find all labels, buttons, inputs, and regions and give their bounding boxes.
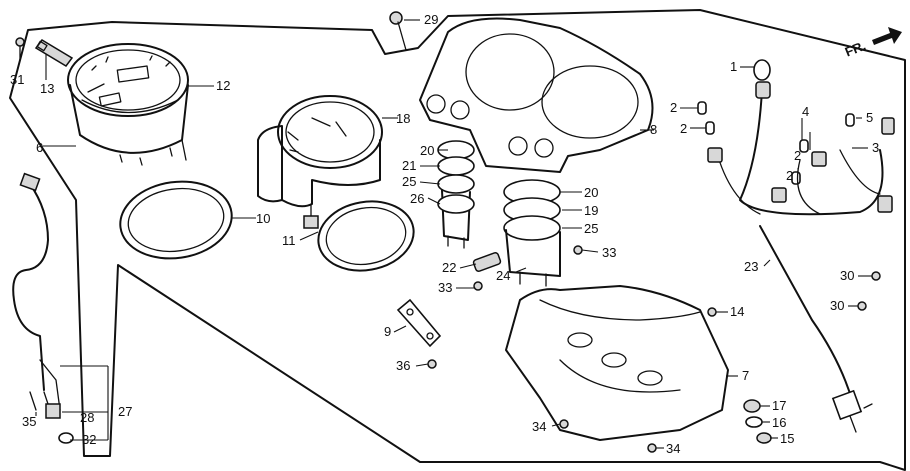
label-19: 19 bbox=[584, 203, 598, 218]
label-10: 10 bbox=[256, 211, 270, 226]
label-33b: 33 bbox=[602, 245, 616, 260]
label-34a: 34 bbox=[532, 419, 546, 434]
washer-16 bbox=[745, 416, 763, 428]
label-17: 17 bbox=[772, 398, 786, 413]
label-14: 14 bbox=[730, 304, 744, 319]
bulb-2a bbox=[697, 101, 707, 115]
nut-15 bbox=[756, 432, 772, 444]
label-25a: 25 bbox=[402, 174, 416, 189]
label-26: 26 bbox=[410, 191, 424, 206]
label-24: 24 bbox=[496, 268, 510, 283]
screw-36 bbox=[427, 359, 437, 369]
label-36: 36 bbox=[396, 358, 410, 373]
leader-11 bbox=[299, 231, 319, 241]
label-3: 3 bbox=[872, 140, 879, 155]
screw-34b bbox=[647, 443, 657, 453]
label-27: 27 bbox=[118, 404, 132, 419]
label-34b: 34 bbox=[666, 441, 680, 456]
label-6: 6 bbox=[36, 140, 43, 155]
washer-32 bbox=[58, 432, 74, 444]
front-direction-label: FR. bbox=[843, 38, 868, 60]
front-arrow-icon bbox=[872, 27, 902, 45]
label-33a: 33 bbox=[438, 280, 452, 295]
label-2b: 2 bbox=[680, 121, 687, 136]
label-30a: 30 bbox=[840, 268, 854, 283]
label-23: 23 bbox=[744, 259, 758, 274]
label-9: 9 bbox=[384, 324, 391, 339]
label-25b: 25 bbox=[584, 221, 598, 236]
screw-31 bbox=[15, 37, 25, 61]
tachometer-ring bbox=[317, 200, 415, 272]
label-8: 8 bbox=[650, 122, 657, 137]
screw-33b bbox=[573, 245, 583, 255]
assembly-boundary bbox=[9, 9, 906, 471]
label-21: 21 bbox=[402, 158, 416, 173]
front-direction-indicator: FR. bbox=[843, 27, 902, 60]
speedometer-cable bbox=[12, 172, 61, 417]
indicator-lens-stack-right bbox=[503, 179, 561, 287]
label-11: 11 bbox=[282, 233, 296, 248]
label-30b: 30 bbox=[830, 298, 844, 313]
label-18: 18 bbox=[396, 111, 410, 126]
label-32: 32 bbox=[82, 432, 96, 447]
label-5: 5 bbox=[866, 110, 873, 125]
part-number-labels: 1 2 2 2 2 3 4 5 6 7 8 9 10 11 12 13 14 1… bbox=[10, 12, 879, 456]
screw-30b bbox=[857, 301, 867, 311]
gear-28 bbox=[45, 403, 61, 419]
label-2d: 2 bbox=[786, 168, 793, 183]
indicator-lens-stack-left bbox=[437, 140, 475, 249]
grommet-17 bbox=[743, 399, 761, 413]
label-1: 1 bbox=[730, 59, 737, 74]
screw-34a bbox=[559, 419, 569, 429]
screw-30a bbox=[871, 271, 881, 281]
label-2c: 2 bbox=[794, 148, 801, 163]
indicator-22 bbox=[472, 252, 502, 272]
label-13: 13 bbox=[40, 81, 54, 96]
wire-harness bbox=[707, 81, 895, 433]
label-29: 29 bbox=[424, 12, 438, 27]
cable-fitting bbox=[34, 39, 74, 67]
speedometer bbox=[67, 43, 189, 166]
label-12: 12 bbox=[216, 78, 230, 93]
label-20b: 20 bbox=[584, 185, 598, 200]
bolt-29 bbox=[389, 11, 407, 51]
label-22: 22 bbox=[442, 260, 456, 275]
bulb-5 bbox=[845, 113, 855, 127]
leader-lines bbox=[35, 66, 872, 449]
speedometer-ring bbox=[119, 180, 233, 260]
bulb-1 bbox=[753, 59, 771, 81]
tachometer bbox=[257, 95, 383, 229]
label-16: 16 bbox=[772, 415, 786, 430]
label-7: 7 bbox=[742, 368, 749, 383]
label-2a: 2 bbox=[670, 100, 677, 115]
screw-33a bbox=[473, 281, 483, 291]
label-4: 4 bbox=[802, 104, 809, 119]
label-28: 28 bbox=[80, 410, 94, 425]
label-20a: 20 bbox=[420, 143, 434, 158]
mounting-bracket bbox=[396, 298, 442, 348]
screw-35 bbox=[29, 391, 37, 411]
screw-14 bbox=[707, 307, 717, 317]
label-15: 15 bbox=[780, 431, 794, 446]
bulb-2b bbox=[705, 121, 715, 135]
label-31: 31 bbox=[10, 72, 24, 87]
bulb-2c bbox=[799, 139, 809, 153]
meter-lower-cover bbox=[505, 285, 729, 441]
label-35: 35 bbox=[22, 414, 36, 429]
